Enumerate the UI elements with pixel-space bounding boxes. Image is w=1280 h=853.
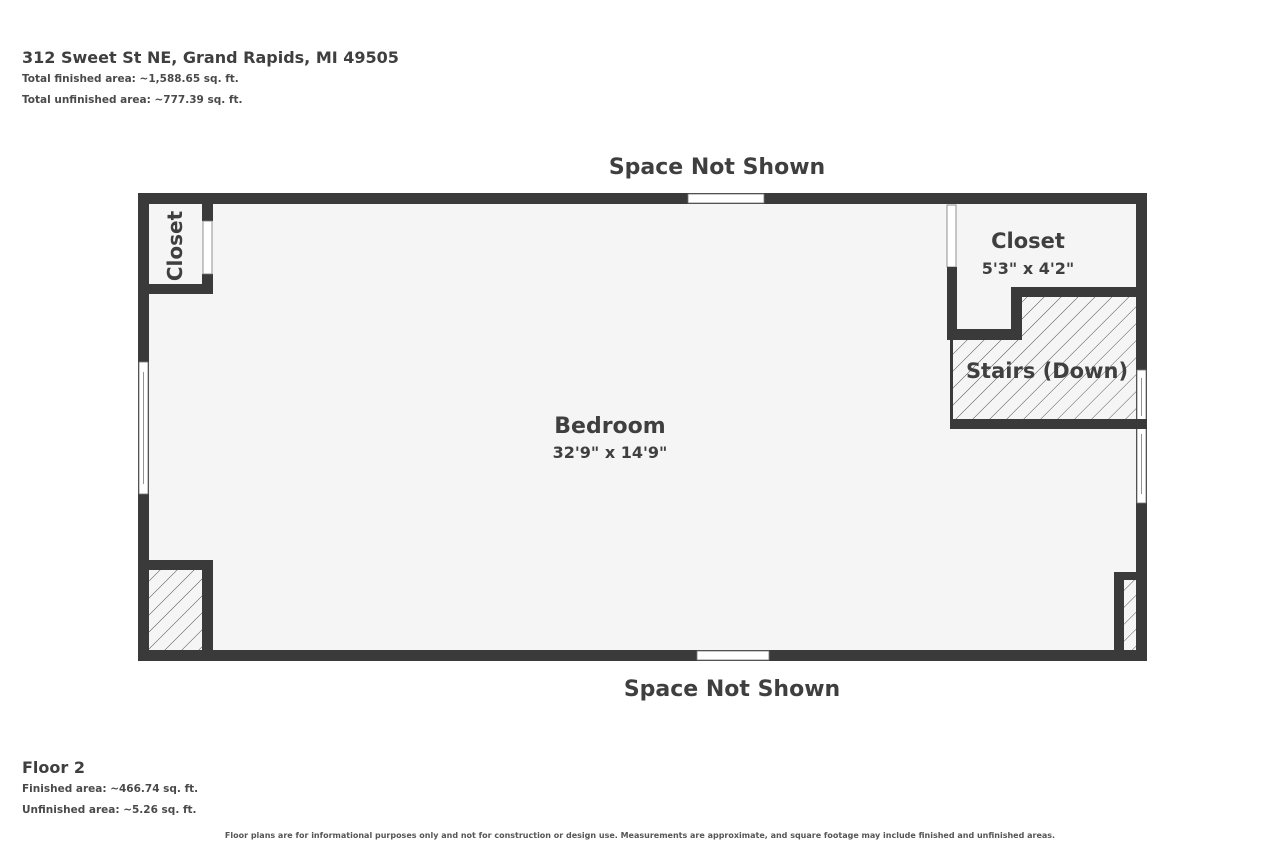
- stairs-wall-left: [950, 340, 953, 425]
- stairs-wall-bottom: [950, 419, 1147, 429]
- top-opening: [687, 193, 765, 204]
- space-not-shown-top: Space Not Shown: [609, 155, 825, 180]
- left-closet-wall-right-bottom: [202, 274, 213, 294]
- bottom-right-nook: [1124, 580, 1136, 650]
- total-unfinished-area: Total unfinished area: ~777.39 sq. ft.: [22, 94, 243, 106]
- disclaimer: Floor plans are for informational purpos…: [224, 831, 1056, 840]
- closet-left-label: Closet: [163, 210, 187, 281]
- property-address: 312 Sweet St NE, Grand Rapids, MI 49505: [22, 48, 399, 67]
- nook-wall-right: [202, 560, 213, 661]
- floor-title: Floor 2: [22, 758, 85, 777]
- wall-top: [138, 193, 1147, 204]
- left-closet-wall-bottom: [138, 284, 213, 294]
- floor-unfinished-area: Unfinished area: ~5.26 sq. ft.: [22, 804, 197, 816]
- right-closet-wall-upper: [1011, 287, 1147, 297]
- stairs-label: Stairs (Down): [966, 359, 1128, 383]
- bottom-left-nook: [149, 570, 202, 650]
- total-finished-area: Total finished area: ~1,588.65 sq. ft.: [22, 73, 239, 85]
- space-not-shown-bottom: Space Not Shown: [624, 677, 840, 702]
- closet-right-label: Closet: [991, 229, 1065, 253]
- closet-right-dims: 5'3" x 4'2": [982, 259, 1074, 278]
- right-closet-wall-left: [947, 267, 957, 340]
- stairs-area: [952, 297, 1136, 420]
- floor-finished-area: Finished area: ~466.74 sq. ft.: [22, 783, 199, 795]
- wall-bottom: [138, 650, 1147, 661]
- bottom-opening: [696, 650, 770, 661]
- right-nook-wall-top: [1114, 572, 1147, 580]
- right-closet-wall-bottom: [947, 329, 1022, 340]
- bedroom-label: Bedroom: [554, 414, 665, 439]
- bedroom-dims: 32'9" x 14'9": [553, 443, 668, 462]
- right-closet-wall-step: [1011, 287, 1022, 340]
- left-closet-wall-right-top: [202, 199, 213, 221]
- nook-wall-top: [138, 560, 213, 570]
- left-closet-door: [202, 220, 213, 275]
- right-closet-door: [946, 204, 957, 268]
- right-nook-wall-left: [1114, 572, 1124, 661]
